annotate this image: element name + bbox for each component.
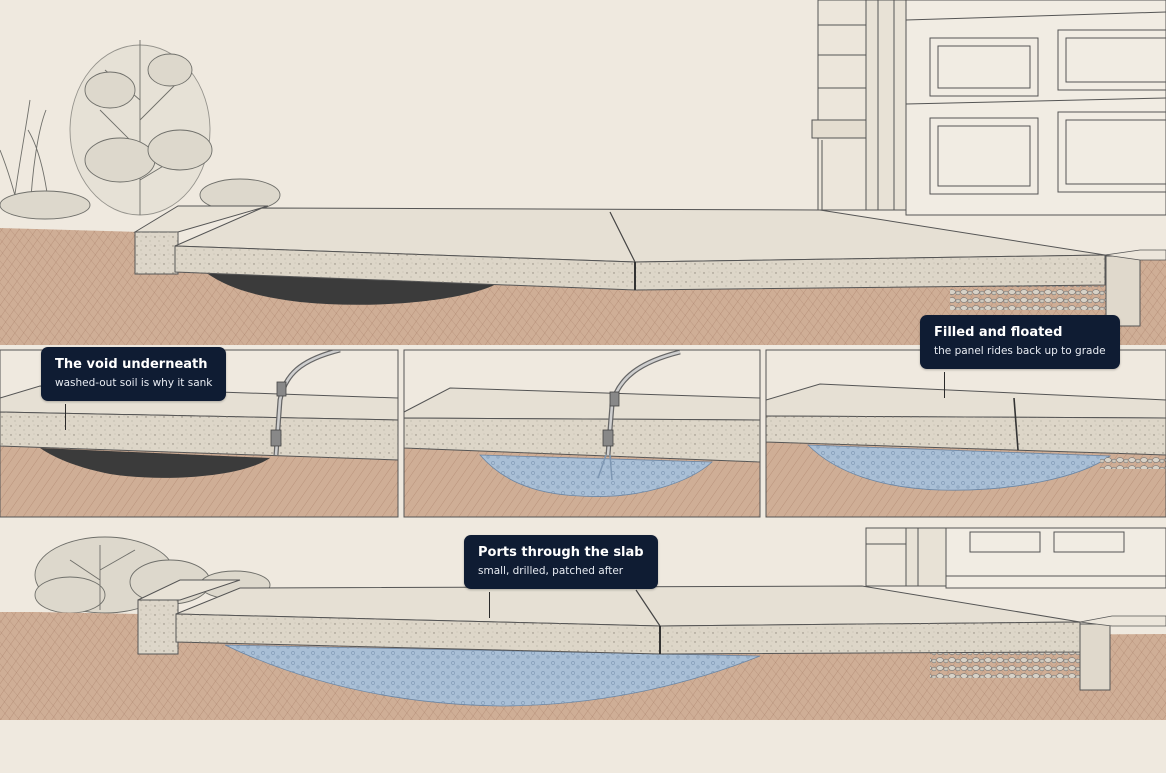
slab-top (174, 207, 1166, 327)
bottom-scene (0, 527, 1166, 720)
void-callout-title: The void underneath (55, 357, 208, 372)
foam-spreading (479, 454, 714, 497)
ports-callout-subtitle: small, drilled, patched after (478, 565, 624, 577)
panel-injection (404, 350, 760, 517)
void-callout-leader (65, 404, 66, 430)
curb-top (133, 205, 269, 275)
foam-bottom (224, 644, 761, 707)
foam-filled (806, 444, 1112, 491)
filled-callout-title: Filled and floated (934, 325, 1063, 340)
garage-door (811, 0, 1166, 216)
filled-callout-subtitle: the panel rides back up to grade (934, 345, 1106, 357)
filled-callout: Filled and floated the panel rides back … (920, 315, 1120, 369)
void-callout: The void underneath washed-out soil is w… (41, 347, 227, 401)
panel-filled (766, 350, 1166, 517)
shrubs (0, 40, 281, 220)
garage-door-bottom (865, 527, 1166, 589)
curb-bottom (137, 579, 241, 655)
ports-callout-title: Ports through the slab (478, 545, 644, 560)
top-scene (0, 0, 1166, 345)
filled-callout-leader (944, 372, 945, 398)
slab-bottom (175, 585, 1166, 691)
ports-callout: Ports through the slab small, drilled, p… (464, 535, 658, 589)
void-callout-subtitle: washed-out soil is why it sank (55, 377, 213, 389)
ports-callout-leader (489, 592, 490, 618)
